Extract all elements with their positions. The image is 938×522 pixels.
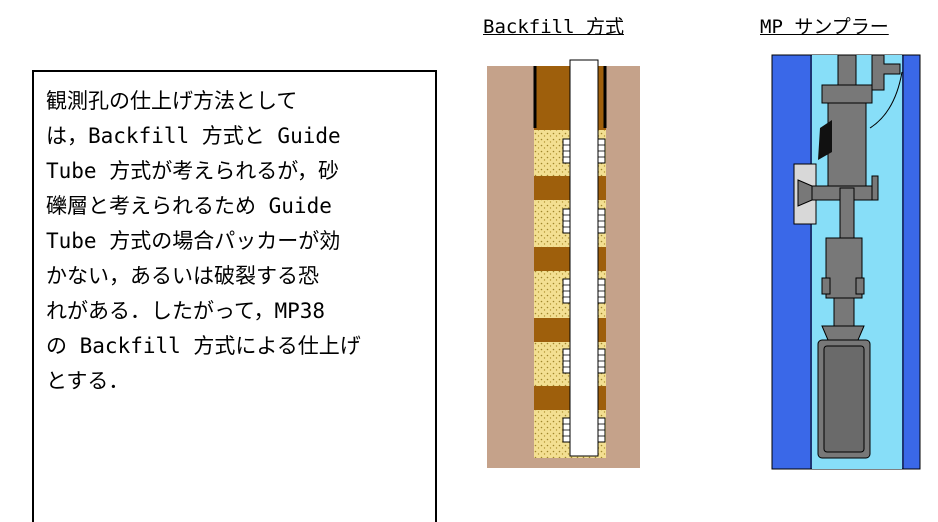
description-line: れがある．したがって，MP38	[46, 299, 326, 323]
description-line: とする．	[46, 369, 130, 393]
probe-rod	[837, 54, 857, 86]
transducer-stop	[821, 277, 831, 295]
transducer-stop	[855, 277, 865, 295]
mp-sampler-diagram	[771, 54, 921, 470]
backfill-caption: Backfill 方式	[483, 16, 624, 38]
tether-line	[869, 71, 903, 129]
bottle-cap	[821, 325, 865, 341]
description-line: は，Backfill 方式と Guide	[46, 124, 341, 148]
probe-collar	[821, 84, 873, 104]
locating-arm	[818, 120, 832, 160]
backup-shoe	[871, 175, 879, 201]
description-line: かない，あるいは破裂する恐	[46, 264, 319, 288]
connector	[833, 297, 855, 327]
description-line: 観測孔の仕上げ方法として	[46, 89, 298, 113]
backfill-diagram	[487, 59, 640, 468]
port-hatching	[563, 144, 605, 437]
bottle-inner	[823, 345, 865, 453]
probe-stem	[839, 187, 855, 239]
description-line: 礫層と考えられるため Guide	[46, 194, 332, 218]
description-line: Tube 方式の場合パッカーが効	[46, 229, 341, 253]
casing-tube	[569, 59, 599, 457]
description-box: 観測孔の仕上げ方法として は，Backfill 方式と Guide Tube 方…	[32, 70, 437, 522]
top-coupling	[871, 54, 901, 91]
description-line: Tube 方式が考えられるが，砂	[46, 159, 339, 183]
probe-body	[827, 102, 867, 189]
mp-sampler-caption: MP サンプラー	[760, 16, 889, 38]
description-line: の Backfill 方式による仕上げ	[46, 334, 361, 358]
